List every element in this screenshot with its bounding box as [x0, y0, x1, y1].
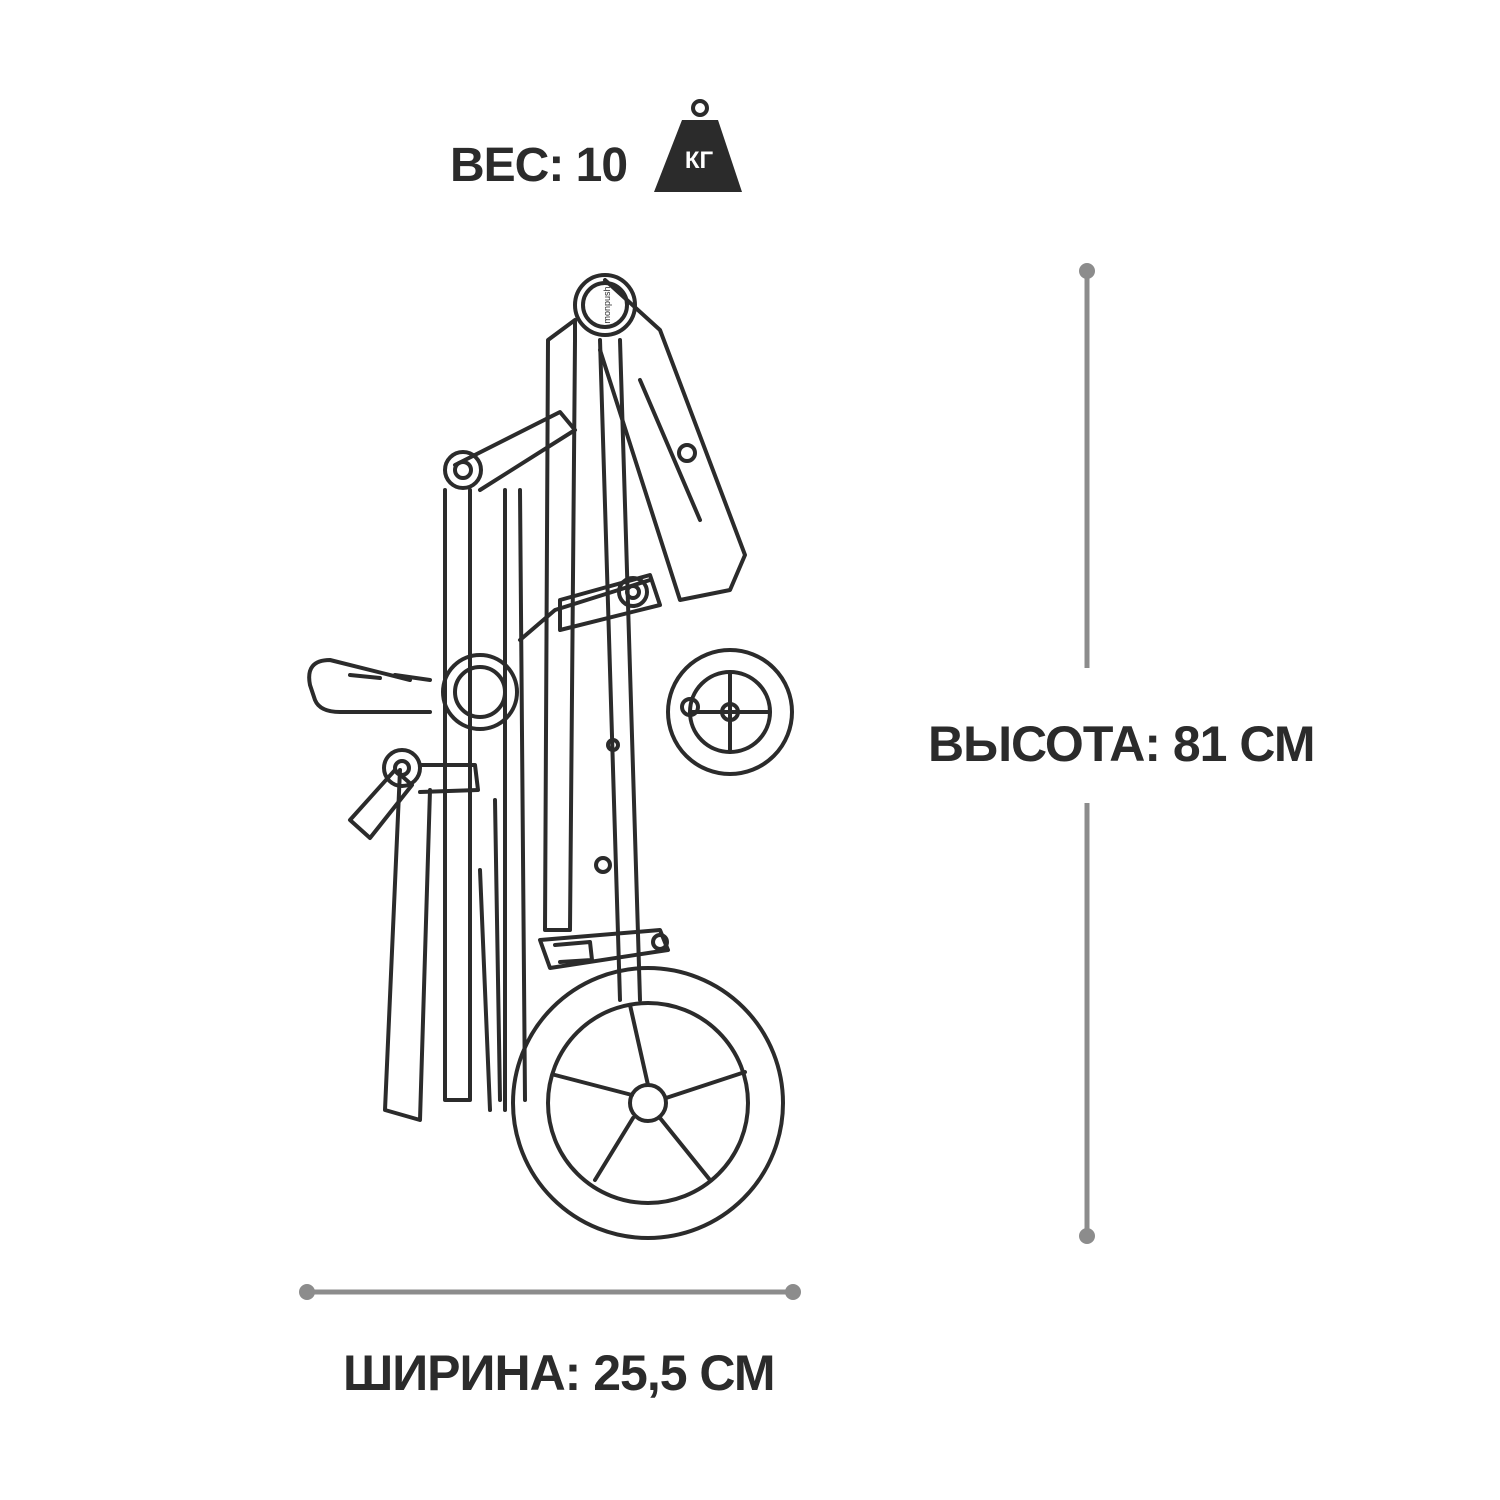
height-label: ВЫСОТА: 81 СМ [928, 716, 1315, 772]
weight-label: ВЕС: 10 [450, 139, 628, 192]
width-label: ШИРИНА: 25,5 СМ [343, 1345, 776, 1401]
folded-stroller-drawing [307, 273, 794, 1240]
height-dimension-line [1079, 263, 1095, 1244]
weight-icon: КГ [654, 99, 742, 192]
width-dimension-line [299, 1284, 801, 1300]
weight-unit: КГ [685, 147, 714, 174]
brand-mark: monpush [602, 286, 612, 323]
